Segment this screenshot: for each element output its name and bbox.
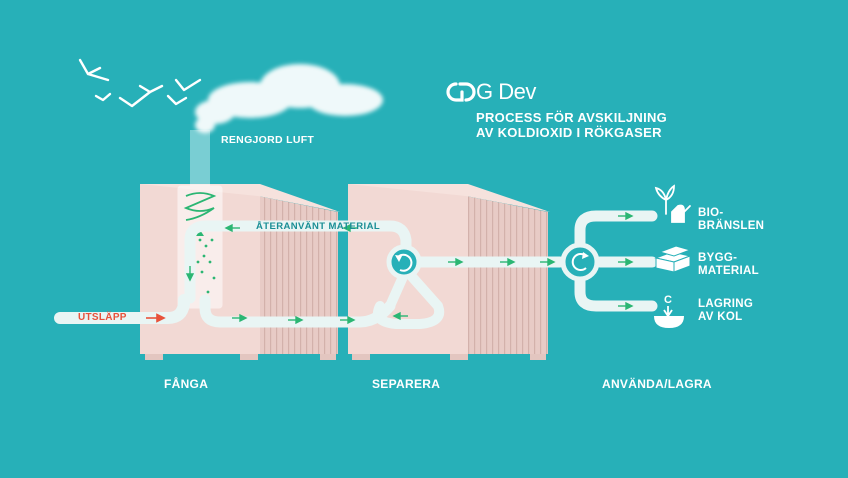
stage-separate-label: SEPARERA xyxy=(372,377,441,391)
gdev-logo-icon xyxy=(446,82,476,102)
product-building-material-label: BYGG- MATERIAL xyxy=(698,252,759,278)
product-building-line2: MATERIAL xyxy=(698,265,759,277)
stage-use-store-label: ANVÄNDA/LAGRA xyxy=(602,377,712,391)
emission-arrow xyxy=(146,313,166,323)
reused-material-label: ÅTERANVÄNT MATERIAL xyxy=(256,221,381,232)
bricks-icon xyxy=(654,245,692,273)
product-carbon-storage-label: LAGRING AV KOL xyxy=(698,298,753,324)
flow-arrows xyxy=(185,211,634,325)
capture-building xyxy=(140,184,340,360)
product-biofuel-line2: BRÄNSLEN xyxy=(698,220,765,232)
header-line-1: PROCESS FÖR AVSKILJNING xyxy=(476,110,668,125)
stage-capture-label: FÅNGA xyxy=(164,377,209,391)
clean-air-label: RENGJORD LUFT xyxy=(221,134,315,146)
product-biofuel-label: BIO- BRÄNSLEN xyxy=(698,207,764,233)
separator-cyclone-icon xyxy=(386,244,422,280)
emission-label: UTSLÄPP xyxy=(78,312,127,323)
product-building-line1: BYGG- xyxy=(698,252,738,264)
separate-building xyxy=(348,184,550,360)
product-storage-line1: LAGRING xyxy=(698,298,754,310)
birds-icon xyxy=(78,58,202,108)
product-storage-line2: AV KOL xyxy=(698,311,743,323)
cloud-icon xyxy=(195,64,383,133)
header-line-2: AV KOLDIOXID I RÖKGASER xyxy=(476,125,662,140)
logo-text: G Dev xyxy=(476,79,536,104)
distributor-cyclone-icon xyxy=(560,242,600,282)
product-biofuel-line1: BIO- xyxy=(698,207,724,219)
process-pipes xyxy=(54,210,658,329)
biofuel-icon xyxy=(654,184,691,223)
svg-text:C: C xyxy=(664,294,672,306)
carbon-storage-icon: C xyxy=(654,294,684,328)
